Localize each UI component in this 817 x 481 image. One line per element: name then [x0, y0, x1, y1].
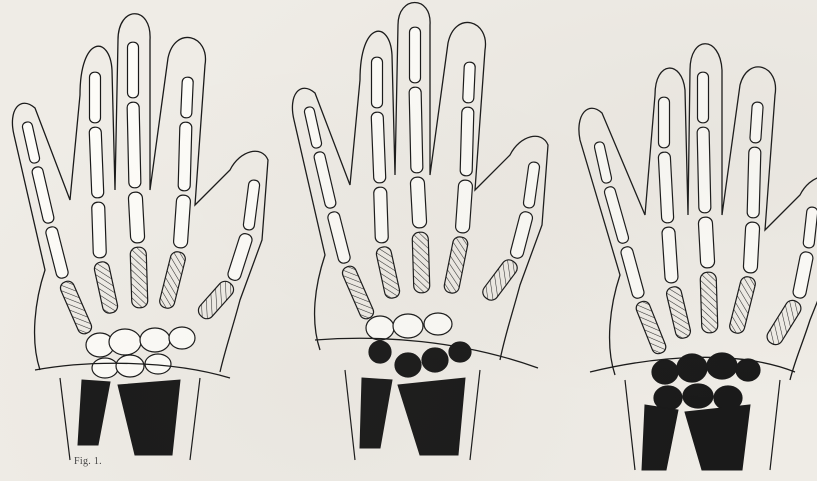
hand-1-radius-bone [118, 380, 180, 455]
hand-3-thumb-metacarpal-bone [764, 298, 803, 348]
hand-2-index-phalanx-2-bone [460, 107, 474, 176]
hand-2-index-phalanx-1-bone [455, 180, 473, 234]
hand-1-index-phalanx-2-bone [178, 122, 192, 191]
hand-1-little-phalanx-2-bone [31, 166, 55, 224]
hand-3-carpal-bone [654, 386, 682, 410]
hand-3-middle-phalanx-3-bone [698, 72, 709, 123]
hand-2-carpal-bone [424, 313, 452, 335]
hand-1-thumb-phalanx-2-bone [243, 179, 260, 230]
hand-1-ring-phalanx-2-bone [89, 127, 104, 198]
hand-3-ring-phalanx-3-bone [659, 97, 670, 148]
hand-2-carpal-bone [366, 316, 394, 340]
hand-2-little-phalanx-1-bone [327, 211, 352, 265]
hand-3-middle-metacarpal-bone [700, 272, 718, 333]
hand-2-thumb-phalanx-2-bone [523, 161, 540, 208]
hand-3-carpal-bone [652, 360, 678, 384]
hand-3-middle-phalanx-1-bone [698, 217, 715, 268]
hand-3-ulna-bone [642, 405, 678, 470]
hand-1-carpal-bone [140, 328, 170, 352]
hand-3-ring-metacarpal-bone [665, 285, 692, 339]
hand-2-middle-phalanx-2-bone [409, 87, 423, 173]
hand-2-little-metacarpal-bone [340, 264, 375, 321]
hand-1-carpal-bone [92, 358, 118, 378]
hand-3-index-metacarpal-bone [728, 275, 756, 334]
hand-2-index-phalanx-3-bone [463, 62, 476, 103]
hand-1-ring-metacarpal-bone [93, 261, 119, 315]
hand-1-little-metacarpal-bone [58, 279, 93, 336]
hand-1-ring-phalanx-3-bone [90, 72, 101, 123]
hand-3-diagram [579, 44, 817, 470]
hand-3-ring-phalanx-2-bone [658, 152, 674, 223]
hand-2-middle-phalanx-3-bone [410, 27, 421, 83]
hand-3-thumb-phalanx-2-bone [803, 207, 817, 249]
hand-1-carpal-bone [109, 329, 141, 355]
hand-2-ring-phalanx-1-bone [374, 187, 389, 243]
hand-1-little-phalanx-1-bone [45, 226, 70, 280]
hand-1-carpal-bone [169, 327, 195, 349]
hand-3-carpal-bone [683, 384, 713, 408]
hand-2-thumb-phalanx-1-bone [509, 210, 533, 259]
hand-2-carpal-bone [393, 314, 423, 338]
hand-2-middle-metacarpal-bone [412, 232, 430, 293]
hand-1-middle-phalanx-1-bone [128, 192, 145, 243]
hand-1-index-metacarpal-bone [158, 250, 186, 309]
hand-2-ring-metacarpal-bone [375, 246, 401, 300]
hand-3-carpal-bone [736, 359, 760, 381]
hand-3-middle-phalanx-2-bone [697, 127, 711, 213]
hand-2-carpal-bone [369, 341, 391, 363]
hand-1-ulna-bone [78, 380, 110, 445]
hand-2-little-phalanx-2-bone [313, 151, 337, 209]
hand-1-middle-metacarpal-bone [130, 247, 148, 308]
hand-2-ring-phalanx-2-bone [371, 112, 386, 183]
hand-3-radius-bone [685, 405, 750, 470]
hand-2-carpal-bone [395, 353, 421, 377]
hand-3-little-phalanx-1-bone [620, 246, 645, 300]
hand-3-little-metacarpal-bone [634, 299, 667, 355]
hand-1-middle-phalanx-2-bone [127, 102, 141, 188]
hand-1-diagram [12, 14, 268, 460]
hand-1-little-phalanx-3-bone [22, 121, 41, 164]
hand-2-middle-phalanx-1-bone [410, 177, 427, 228]
hand-2-ulna-bone [360, 378, 392, 448]
hand-2-thumb-metacarpal-bone [480, 257, 520, 303]
hand-2-radius-bone [398, 378, 465, 455]
hand-1-middle-phalanx-3-bone [128, 42, 139, 98]
hand-1-thumb-metacarpal-bone [195, 278, 236, 321]
hand-2-diagram [292, 3, 548, 461]
hand-1-carpal-bone [116, 355, 144, 377]
hand-1-index-phalanx-3-bone [181, 77, 194, 118]
hand-2-carpal-bone [422, 348, 448, 372]
hand-3-index-phalanx-2-bone [747, 147, 761, 218]
hand-3-little-phalanx-2-bone [603, 186, 629, 245]
hand-3-index-phalanx-1-bone [743, 222, 760, 273]
hand-2-little-phalanx-3-bone [304, 106, 323, 149]
hand-2-index-metacarpal-bone [443, 236, 469, 295]
hand-2-ring-phalanx-3-bone [372, 57, 383, 108]
hand-3-ring-phalanx-1-bone [662, 227, 679, 283]
hand-1-index-phalanx-1-bone [173, 195, 191, 249]
hand-3-index-phalanx-3-bone [750, 102, 764, 143]
hand-3-thumb-phalanx-1-bone [792, 251, 814, 299]
hand-3-little-phalanx-3-bone [594, 141, 613, 184]
figure-caption: Fig. 1. [74, 456, 102, 467]
hand-2-carpal-bone [449, 342, 471, 362]
hand-1-ring-phalanx-1-bone [92, 202, 107, 258]
